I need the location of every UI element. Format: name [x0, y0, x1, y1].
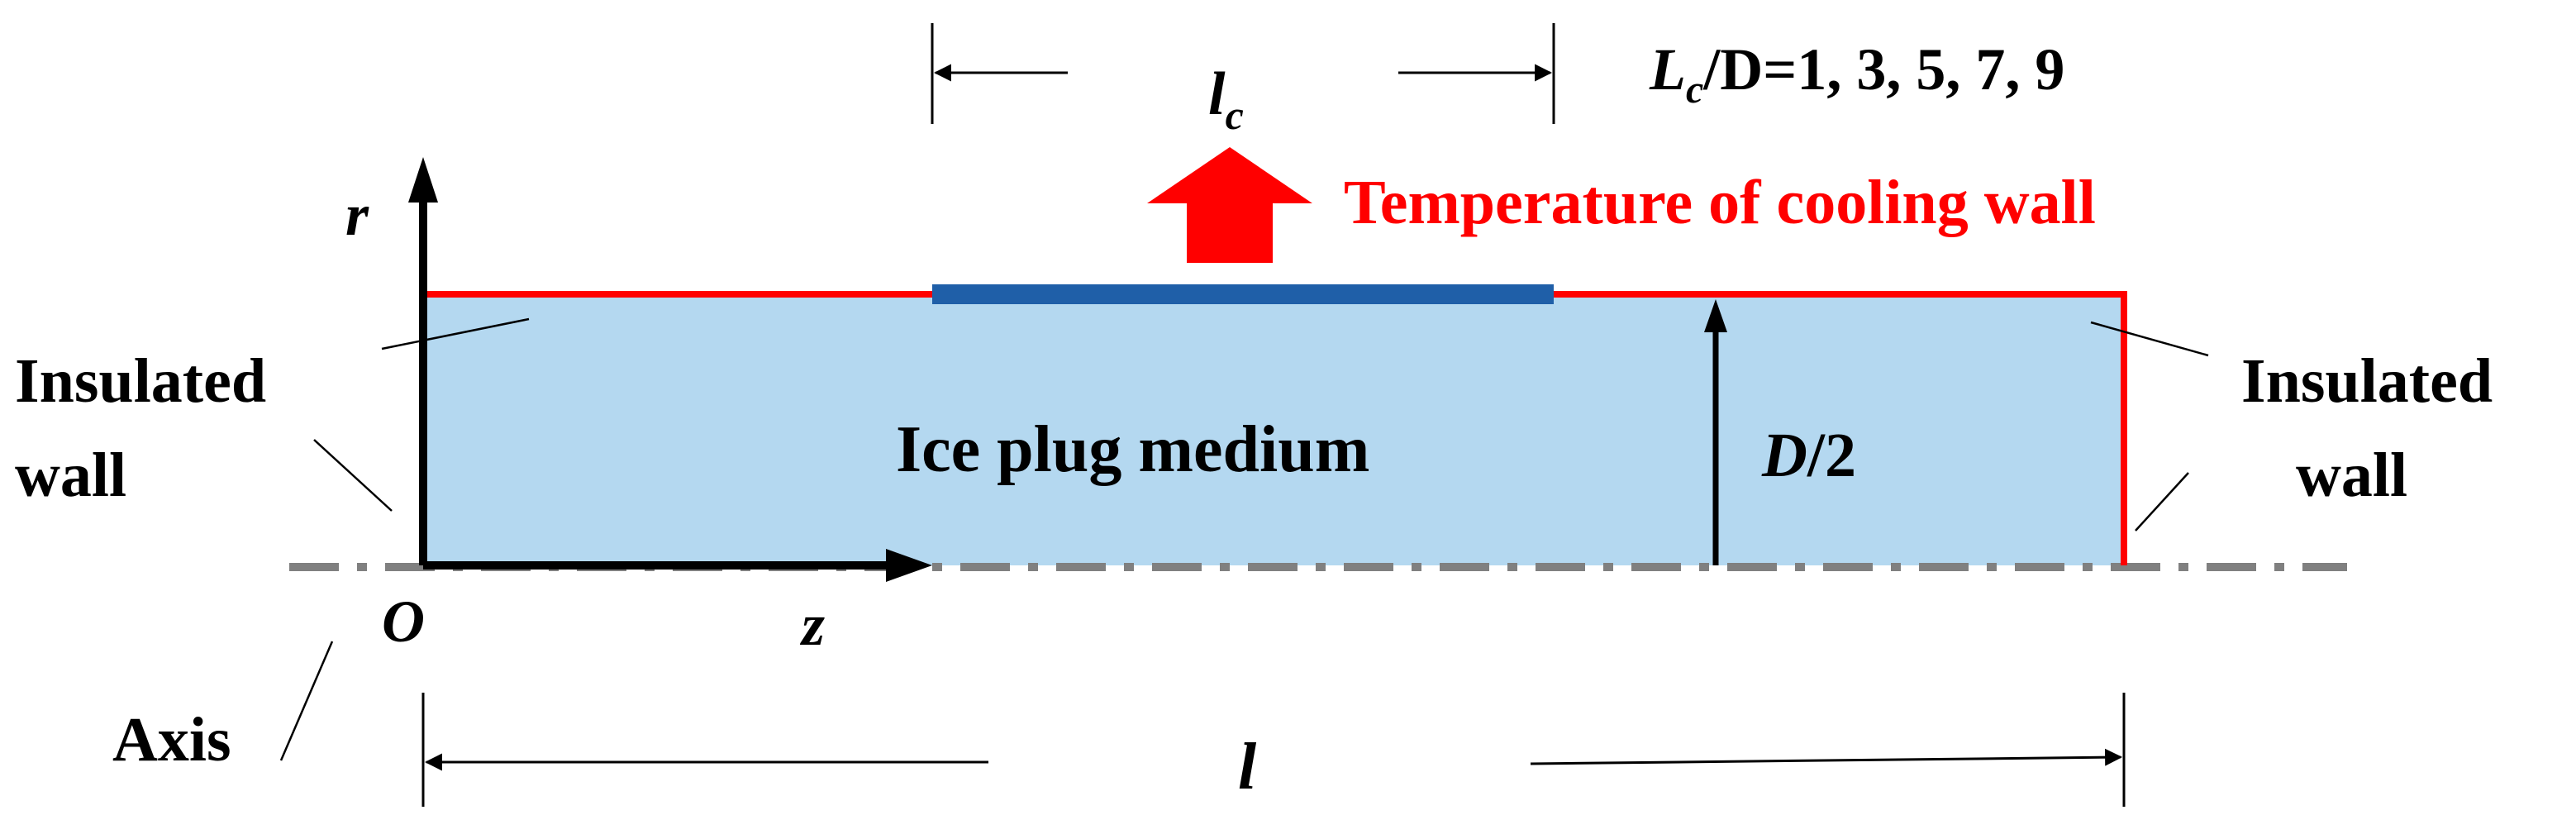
- right-wall-label-line1: Insulated: [2241, 346, 2493, 416]
- origin-label: O: [382, 589, 425, 655]
- cooling-wall: [932, 284, 1554, 304]
- leader-right-wall-bottom: [2135, 472, 2189, 531]
- left-wall-label-line2: wall: [15, 441, 126, 510]
- l-dimension-right-arrow: [1530, 748, 2123, 766]
- ratio-label: Lc/D=1, 3, 5, 7, 9: [1649, 36, 2064, 112]
- heat-flow-arrow: [1147, 147, 1312, 263]
- lc-label: lc: [1208, 60, 1244, 138]
- l-label: l: [1238, 731, 1257, 803]
- insulated-wall-right: [1554, 291, 2127, 565]
- r-axis-label: r: [345, 182, 369, 248]
- z-axis-label: z: [799, 592, 825, 658]
- right-wall-label-line2: wall: [2296, 441, 2407, 510]
- ice-plug-domain: [423, 294, 2124, 565]
- radius-arrowhead: [1704, 299, 1727, 332]
- medium-label: Ice plug medium: [896, 413, 1369, 486]
- cooling-wall-label: Temperature of cooling wall: [1344, 168, 2096, 237]
- axis-label: Axis: [112, 705, 231, 774]
- leader-left-wall-bottom: [313, 439, 393, 512]
- radius-label: D/2: [1761, 421, 1856, 490]
- left-wall-label-line1: Insulated: [15, 346, 266, 416]
- r-axis-arrowhead: [408, 157, 438, 203]
- leader-right-wall-top: [2090, 321, 2209, 357]
- leader-axis: [279, 641, 334, 761]
- leader-left-wall-top: [381, 317, 530, 350]
- z-axis-arrowhead: [886, 549, 932, 582]
